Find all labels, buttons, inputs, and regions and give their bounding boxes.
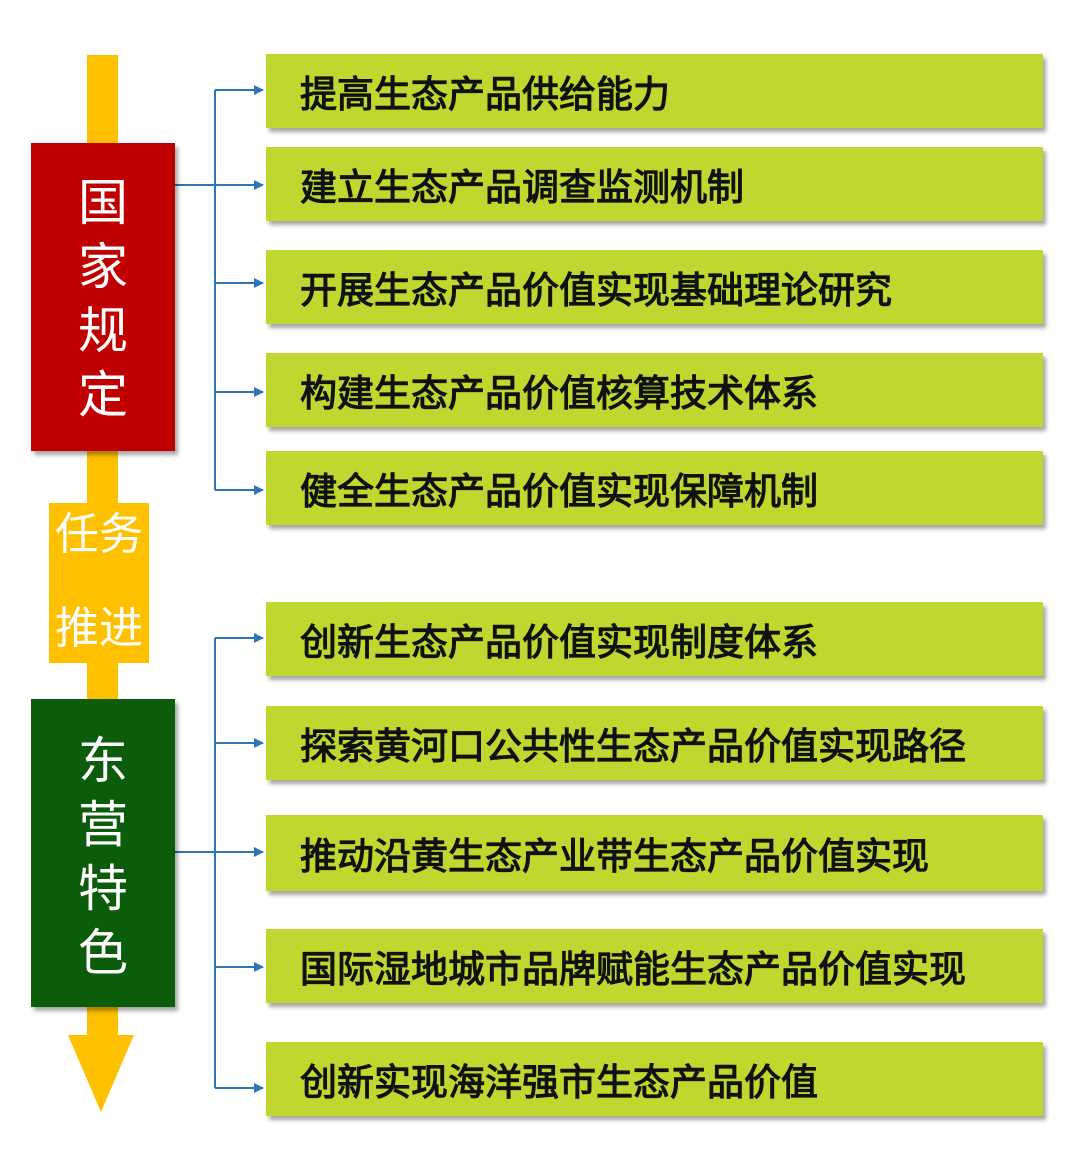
- national-connectors: [175, 85, 264, 495]
- dongying-item: 探索黄河口公共性生态产品价值实现路径: [266, 706, 1043, 780]
- national-item: 提高生态产品供给能力: [266, 54, 1043, 128]
- dongying-connectors: [175, 633, 264, 1093]
- dongying-item: 推动沿黄生态产业带生态产品价值实现: [266, 815, 1043, 891]
- task-progress-line1: 任务: [55, 509, 143, 560]
- national-char-1: 国: [78, 174, 128, 232]
- dongying-char-2: 营: [78, 796, 128, 854]
- national-item: 构建生态产品价值核算技术体系: [266, 353, 1043, 427]
- national-item: 健全生态产品价值实现保障机制: [266, 451, 1043, 525]
- dongying-item: 国际湿地城市品牌赋能生态产品价值实现: [266, 929, 1043, 1003]
- dongying-feature-box: 东 营 特 色: [31, 699, 175, 1007]
- dongying-char-1: 东: [78, 732, 128, 790]
- dongying-item: 创新实现海洋强市生态产品价值: [266, 1042, 1043, 1116]
- task-progress-label: 任务 推进: [49, 503, 149, 663]
- national-item: 建立生态产品调查监测机制: [266, 147, 1043, 221]
- dongying-char-4: 色: [78, 924, 128, 982]
- dongying-char-3: 特: [78, 860, 128, 918]
- national-char-3: 规: [78, 302, 128, 360]
- national-char-4: 定: [78, 366, 128, 424]
- national-char-2: 家: [78, 238, 128, 296]
- national-item: 开展生态产品价值实现基础理论研究: [266, 250, 1043, 324]
- national-regulation-box: 国 家 规 定: [31, 143, 175, 451]
- task-progress-line2: 推进: [55, 603, 143, 654]
- dongying-item: 创新生态产品价值实现制度体系: [266, 602, 1043, 676]
